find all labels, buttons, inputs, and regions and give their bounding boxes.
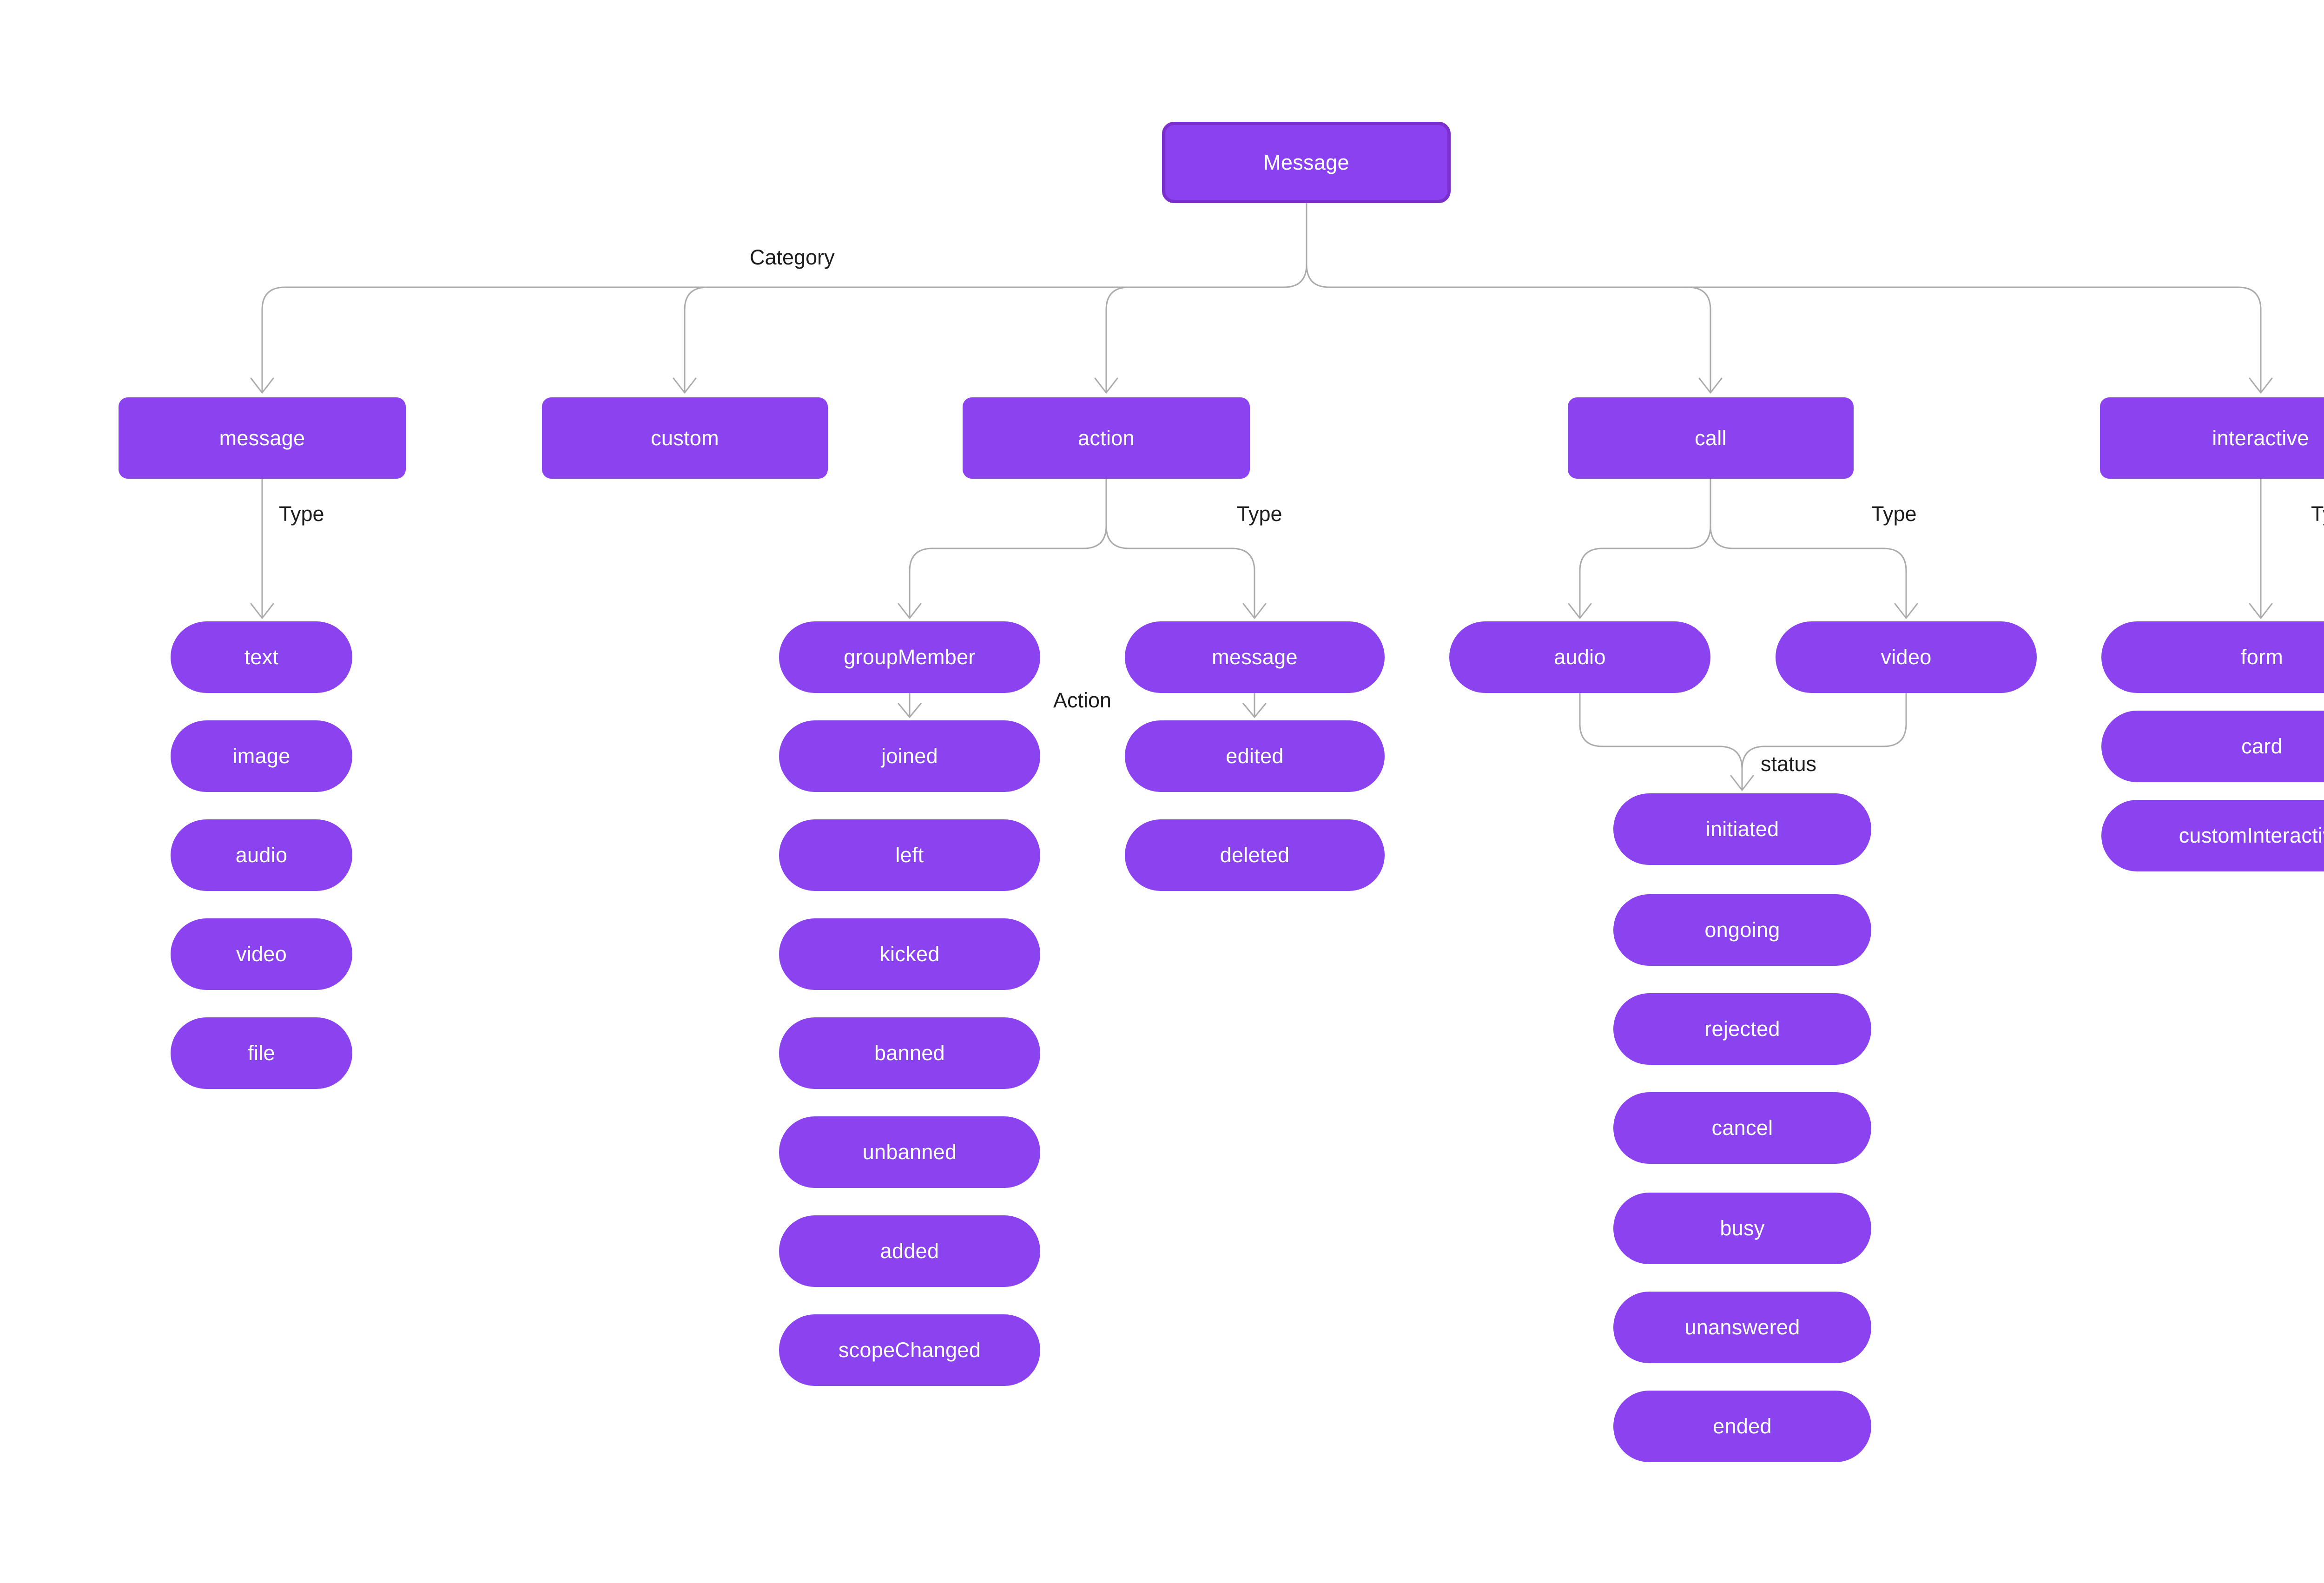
edge-interactive-form (2249, 478, 2273, 619)
node-interactive-card: card (2101, 711, 2324, 782)
label-action: Action (1053, 688, 1112, 712)
node-groupmember-banned: banned (779, 1017, 1040, 1089)
node-groupmember-left: left (779, 819, 1040, 891)
node-groupmember-kicked: kicked (779, 918, 1040, 990)
node-call-audio: audio (1449, 621, 1710, 693)
node-msgtype-audio: audio (171, 819, 352, 891)
node-category-custom: custom (542, 397, 828, 479)
node-actionmsg-deleted: deleted (1125, 819, 1385, 891)
node-actionmsg-edited: edited (1125, 720, 1385, 792)
node-groupmember-unbanned: unbanned (779, 1116, 1040, 1188)
node-category-call: call (1568, 397, 1854, 479)
edge-action-message (1105, 478, 1267, 619)
node-status-cancel: cancel (1613, 1092, 1871, 1164)
edge-message-edited (1242, 692, 1267, 718)
node-groupmember-added: added (779, 1215, 1040, 1287)
label-type-message: Type (279, 502, 324, 526)
node-interactive-form: form (2101, 621, 2324, 693)
edge-root-message (250, 202, 1307, 394)
node-category-message: message (119, 397, 406, 479)
node-category-action: action (963, 397, 1250, 479)
edge-root-action (1094, 286, 1130, 394)
label-type-call: Type (1871, 502, 1917, 526)
label-category: Category (750, 245, 835, 269)
node-status-ongoing: ongoing (1613, 894, 1871, 966)
edge-call-audio (1568, 478, 1711, 619)
label-status: status (1761, 752, 1817, 776)
node-category-interactive: interactive (2100, 397, 2324, 479)
node-msgtype-file: file (171, 1017, 352, 1089)
edge-action-groupmember (898, 478, 1107, 619)
edge-groupmember-joined (898, 692, 922, 718)
node-root: Message (1162, 122, 1451, 203)
node-interactive-custominteractive: customInteractive (2101, 800, 2324, 871)
label-type-interactive: Type (2311, 502, 2324, 526)
label-type-action: Type (1237, 502, 1282, 526)
node-groupmember-scopechanged: scopeChanged (779, 1314, 1040, 1386)
edge-root-interactive (1306, 202, 2273, 394)
edge-video-status (1741, 692, 1907, 791)
node-status-rejected: rejected (1613, 993, 1871, 1065)
node-status-initiated: initiated (1613, 793, 1871, 865)
node-msgtype-text: text (171, 621, 352, 693)
node-status-unanswered: unanswered (1613, 1292, 1871, 1363)
node-call-video: video (1776, 621, 2037, 693)
node-msgtype-video: video (171, 918, 352, 990)
node-action-message-type: message (1125, 621, 1385, 693)
edge-audio-status (1579, 692, 1754, 791)
edge-call-video (1710, 478, 1918, 619)
node-groupmember-joined: joined (779, 720, 1040, 792)
edge-root-custom (673, 286, 708, 394)
node-status-busy: busy (1613, 1193, 1871, 1264)
edge-message-text (250, 478, 274, 619)
node-msgtype-image: image (171, 720, 352, 792)
node-action-groupmember: groupMember (779, 621, 1040, 693)
edge-root-call (1687, 286, 1723, 394)
node-status-ended: ended (1613, 1391, 1871, 1462)
